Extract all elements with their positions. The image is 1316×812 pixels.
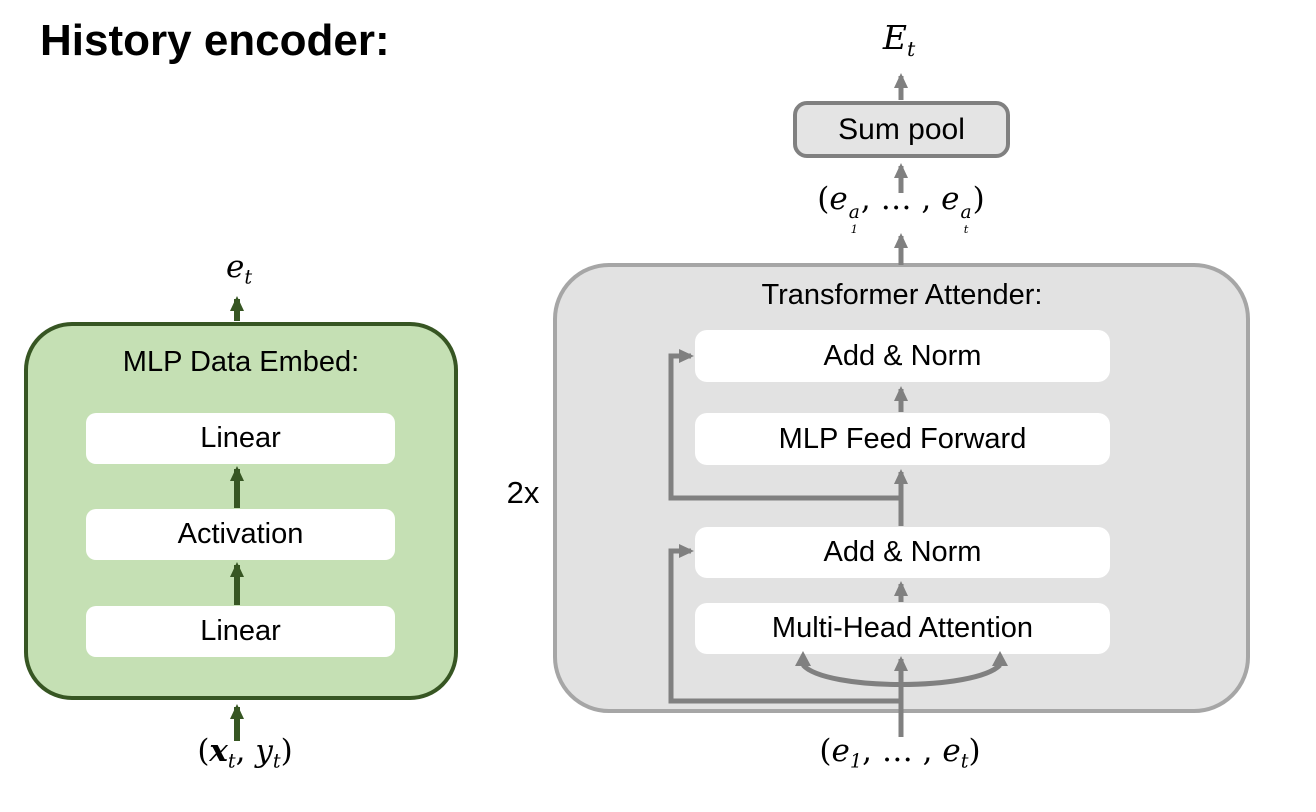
math-E-sub: t xyxy=(906,37,916,62)
mlp-input-label: (xt, yt) xyxy=(197,733,292,773)
math-close-paren: ) xyxy=(968,733,981,769)
attender-input-label: (e1, … , et) xyxy=(819,733,980,773)
math-e1: e xyxy=(829,181,848,217)
math-e: e xyxy=(225,249,245,285)
layer-activation: Activation xyxy=(86,509,395,560)
math-e1-sub: 1 xyxy=(849,749,863,773)
block-add-norm-bottom: Add & Norm xyxy=(695,527,1110,578)
block-multi-head-attention: Multi-Head Attention xyxy=(695,603,1110,654)
mlp-data-embed-title: MLP Data Embed: xyxy=(122,346,360,378)
math-et: e xyxy=(942,733,961,769)
math-close-paren: ) xyxy=(280,733,293,769)
math-sub-t: t xyxy=(244,265,253,289)
math-et-sup: a xyxy=(960,202,972,224)
math-et-sub: t xyxy=(960,749,969,773)
attender-output-label: Et xyxy=(883,18,915,62)
math-et-sub: t xyxy=(963,221,969,236)
repeat-2x-label: 2x xyxy=(506,475,540,510)
layer-linear-bottom: Linear xyxy=(86,606,395,657)
math-y-sub: t xyxy=(272,749,281,773)
math-x-sub: t xyxy=(227,749,236,773)
math-open-paren: ( xyxy=(197,733,210,769)
math-e1-sub: 1 xyxy=(850,221,858,236)
math-comma: , xyxy=(235,733,256,769)
math-dots: , … , xyxy=(862,733,943,769)
math-open-paren: ( xyxy=(817,181,830,217)
math-y: y xyxy=(255,733,273,769)
transformer-attender-title: Transformer Attender: xyxy=(761,279,1043,311)
page-title: History encoder: xyxy=(40,16,390,65)
math-close-paren: ) xyxy=(972,181,985,217)
math-e1-sup: a xyxy=(848,202,860,224)
block-add-norm-top: Add & Norm xyxy=(695,330,1110,382)
math-E: E xyxy=(882,18,907,57)
math-x: x xyxy=(209,733,228,769)
layer-linear-top: Linear xyxy=(86,413,395,464)
mlp-output-label: et xyxy=(226,249,252,289)
math-et: e xyxy=(941,181,960,217)
math-e1: e xyxy=(831,733,850,769)
math-dots: , … , xyxy=(860,181,942,217)
math-open-paren: ( xyxy=(819,733,832,769)
sum-pool-box: Sum pool xyxy=(793,101,1010,158)
block-mlp-feed-forward: MLP Feed Forward xyxy=(695,413,1110,465)
